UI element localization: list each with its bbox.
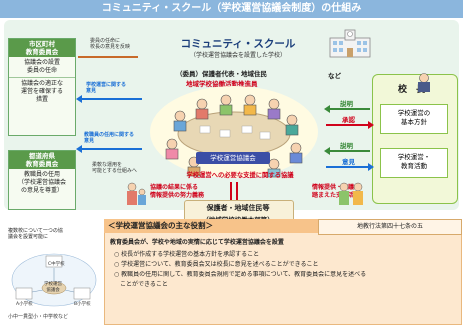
council-label: 学校運営協議会 <box>196 152 270 164</box>
explain-label-1: 説明 <box>340 100 353 108</box>
roles-item-1: ○ 校長が作成する学校運営の基本方針を承認すること <box>114 251 260 258</box>
principal-title: 校 長 <box>398 85 426 95</box>
arrow-explain-2 <box>326 150 370 152</box>
roles-item-2: ○ 学校運営について、教育委員会又は校長に意見を述べることができること <box>114 261 319 268</box>
city-board-box: 市区町村 教育委員会 協議会の設置 委員の任命 協議会の適正な 運営を確保する … <box>8 38 76 136</box>
members-etc: など <box>328 72 341 80</box>
arrow-head-staff <box>76 145 82 153</box>
roles-title: ＜学校運営協議会の主な役割＞ <box>104 219 318 233</box>
school-b-label: B小学校 <box>74 302 91 307</box>
appointment-note: 委員の任命に 校長の意見を反映 <box>90 38 131 50</box>
page-title: コミュニティ・スクール（学校運営協議会制度）の仕組み <box>0 0 463 18</box>
arrow-head-explain-1 <box>324 105 330 113</box>
opinion-label: 意見 <box>342 158 355 166</box>
multi-school-note: 複数校について一つの協 議会を設置可能に <box>8 228 63 240</box>
community-school-subtitle: （学校運営協議会を設置した学校） <box>189 52 286 59</box>
principal-ops: 学校運営・ 教育活動 <box>380 148 448 178</box>
principal-box <box>372 74 458 204</box>
members-line-2-wrap: 地域学校協働活動推進員 <box>186 78 336 88</box>
flex-note: 柔軟な運用を 可能とする仕組みへ <box>92 162 137 174</box>
roles-item-3-cont: ことができること <box>114 281 168 288</box>
meeting-illustration <box>150 86 318 178</box>
approve-label: 承認 <box>342 116 355 124</box>
city-board-duty-1: 協議会の設置 委員の任命 <box>9 57 75 78</box>
arrow-down <box>230 182 232 200</box>
school-ops-opinion: 学校運営に関する 意見 <box>86 82 127 94</box>
arrow-opinion <box>326 166 370 168</box>
explain-label-2: 説明 <box>340 142 353 150</box>
pref-board-title: 都道府県 教育委員会 <box>9 151 75 169</box>
multi-council-label: 学校運営 協議会 <box>44 282 62 293</box>
school-a-label: A小学校 <box>16 302 33 307</box>
roles-intro: 教育委員会が、学校や地域の実情に応じて学校運営協議会を設置 <box>110 239 284 246</box>
community-school-title: コミュニティ・スクール <box>180 38 296 50</box>
family-illustration-left <box>124 180 148 210</box>
law-reference: 地教行法第四十七条の五 <box>318 219 462 235</box>
pref-board-duty: 教職員の任用 （学校運営協議会 の意見を尊重） <box>17 171 66 194</box>
principal-policy: 学校運営の 基本方針 <box>380 104 448 134</box>
arrow-line-opinion <box>78 98 142 100</box>
arrow-head-explain-2 <box>324 147 330 155</box>
school-building-icon <box>328 28 372 58</box>
multi-school-caption: 小中一貫型小・中学校など <box>8 314 69 320</box>
family-illustration-right <box>336 180 366 210</box>
arrow-head-approve <box>368 121 374 129</box>
parents-line-1: 保護者・地域住民等 <box>206 204 270 212</box>
support-activity-label: 情報提供・協議を 踏まえた支援活動 <box>312 184 361 199</box>
members-line-1: （委員）保護者代表・地域住民 <box>176 70 267 78</box>
arrow-line-staff <box>78 148 142 150</box>
multi-school-diagram <box>8 248 100 314</box>
necessary-support: 学校運営への必要な支援に関する協議 <box>186 172 294 179</box>
arrow-head-opinion <box>76 95 82 103</box>
roles-item-3: ○ 教職員の任用に関して、教育委員会規則で定める事項について、教育委員会に意見を… <box>114 271 367 278</box>
arrow-up <box>236 182 238 200</box>
roles-panel <box>104 219 462 325</box>
arrow-explain-1 <box>326 108 370 110</box>
city-board-title: 市区町村 教育委員会 <box>9 39 75 57</box>
pref-board-box: 都道府県 教育委員会 教職員の任用 （学校運営協議会 の意見を尊重） <box>8 150 76 210</box>
info-share-label: 協議の結果に係る 情報提供の努力義務 <box>150 184 205 199</box>
members-line-2: 地域学校協働活動推進員 <box>186 80 258 88</box>
school-c-label: C中学校 <box>48 262 65 267</box>
arrow-approve <box>326 124 370 126</box>
city-board-duty-2: 協議会の適正な 運営を確保する 措置 <box>20 80 63 103</box>
staff-opinion: 教職員の任用に関する 意見 <box>84 132 135 144</box>
principal-person-icon <box>412 72 436 92</box>
arrow-line-top <box>78 56 138 58</box>
arrow-head-opinion-right <box>368 163 374 171</box>
